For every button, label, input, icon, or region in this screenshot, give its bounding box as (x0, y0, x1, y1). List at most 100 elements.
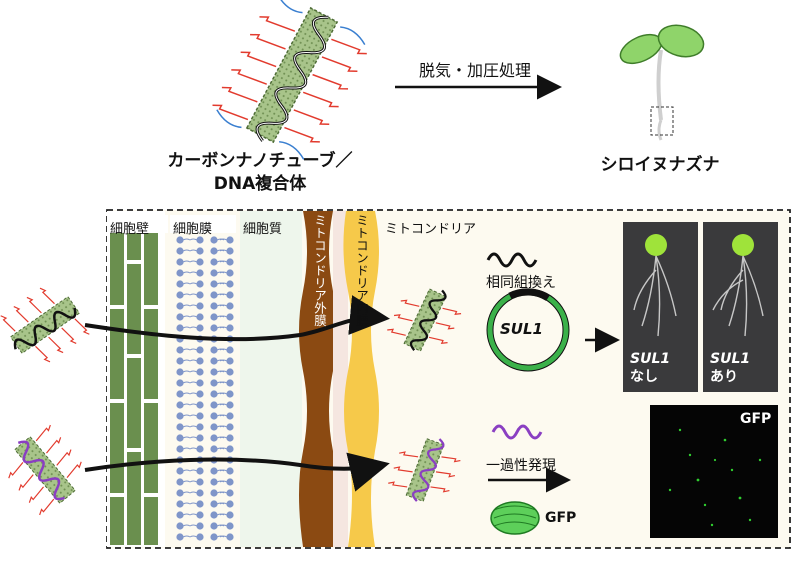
lipid-tail (189, 249, 198, 252)
lipid-head (196, 346, 204, 354)
lipid-tail (216, 447, 225, 450)
lipid-head (196, 412, 204, 420)
lipid-tail (216, 260, 225, 263)
lipid-tail (219, 513, 228, 516)
cell-membrane-label: 細胞膜 (173, 222, 213, 237)
lipid-head (176, 522, 184, 530)
lipid-head (196, 269, 204, 277)
lipid-tail (182, 282, 191, 285)
lipid-tail (182, 502, 191, 505)
lipid-head (196, 258, 204, 266)
lipid-head (226, 269, 234, 277)
lipid-tail (189, 282, 198, 285)
complex-label-line1: カーボンナノチューブ／ (167, 151, 353, 171)
lipid-head (226, 467, 234, 475)
lipid-head (226, 346, 234, 354)
lipid-tail (219, 425, 228, 428)
lipid-head (196, 368, 204, 376)
lipid-tail (189, 271, 198, 274)
lipid-head (196, 291, 204, 299)
lipid-tail (219, 535, 228, 538)
plant-label: シロイヌナズナ (600, 155, 720, 175)
lipid-tail (189, 326, 198, 329)
lipid-tail (216, 392, 225, 395)
lipid-head (226, 280, 234, 288)
seedling-icon (619, 24, 705, 141)
lipid-head (176, 324, 184, 332)
lipid-tail (216, 491, 225, 494)
lipid-head (210, 236, 218, 244)
plasmid-gene-label: SUL1 (500, 320, 543, 338)
lipid-head (210, 324, 218, 332)
lower-flow-arrow (84, 452, 390, 492)
cnt-dna-complex-mito-upper (387, 288, 462, 352)
sul1-plasmid (486, 288, 570, 372)
lipid-tail (219, 282, 228, 285)
photo-left-caption: SUL1 なし (630, 350, 670, 386)
lipid-tail (216, 370, 225, 373)
lipid-head (226, 522, 234, 530)
lipid-head (226, 423, 234, 431)
lipid-tail (182, 315, 191, 318)
lipid-tail (182, 359, 191, 362)
lipid-tail (189, 348, 198, 351)
lipid-head (226, 445, 234, 453)
lipid-head (210, 478, 218, 486)
lipid-head (176, 269, 184, 277)
lipid-head (226, 368, 234, 376)
lipid-head (196, 500, 204, 508)
lipid-head (176, 467, 184, 475)
lipid-head (176, 401, 184, 409)
lipid-head (176, 368, 184, 376)
lipid-head (226, 478, 234, 486)
lipid-head (196, 313, 204, 321)
lipid-head (226, 533, 234, 541)
lipid-head (210, 247, 218, 255)
lipid-head (196, 302, 204, 310)
lipid-tail (216, 304, 225, 307)
lipid-head (176, 357, 184, 365)
dna-strands-red (212, 16, 367, 143)
lipid-tail (182, 293, 191, 296)
lipid-head (210, 269, 218, 277)
lipid-tail (216, 535, 225, 538)
lipid-tail (189, 403, 198, 406)
lipid-head (210, 390, 218, 398)
lipid-tail (182, 381, 191, 384)
lipid-tail (182, 304, 191, 307)
lipid-head (210, 533, 218, 541)
lipid-head (226, 258, 234, 266)
lipid-head (196, 533, 204, 541)
lipid-head (226, 489, 234, 497)
lipid-head (176, 445, 184, 453)
lipid-tail (219, 260, 228, 263)
lipid-tail (182, 447, 191, 450)
homologous-recombination-label: 相同組換え (486, 275, 556, 291)
lipid-tail (216, 348, 225, 351)
photo-sul1-present (703, 222, 778, 392)
dna-icon-purple (491, 424, 543, 440)
lipid-head (196, 379, 204, 387)
lipid-tail (219, 304, 228, 307)
lipid-tail (216, 238, 225, 241)
complex-label: カーボンナノチューブ／ DNA複合体 (150, 150, 370, 196)
lipid-head (176, 489, 184, 497)
lipid-head (176, 280, 184, 288)
dna-strands-blue (216, 0, 366, 160)
lipid-head (176, 533, 184, 541)
lipid-tail (216, 381, 225, 384)
lipid-head (196, 445, 204, 453)
lipid-head (210, 489, 218, 497)
outer-membrane-label: ミトコンドリア外膜 (312, 214, 327, 327)
lipid-tail (219, 447, 228, 450)
lipid-tail (182, 348, 191, 351)
cell-wall-label: 細胞壁 (110, 222, 150, 237)
lipid-tail (182, 535, 191, 538)
lipid-head (196, 478, 204, 486)
lipid-head (226, 313, 234, 321)
lipid-tail (216, 293, 225, 296)
lipid-tail (219, 491, 228, 494)
lipid-tail (219, 315, 228, 318)
cnt-dna-complex-left-lower (8, 424, 82, 516)
lipid-tail (182, 260, 191, 263)
